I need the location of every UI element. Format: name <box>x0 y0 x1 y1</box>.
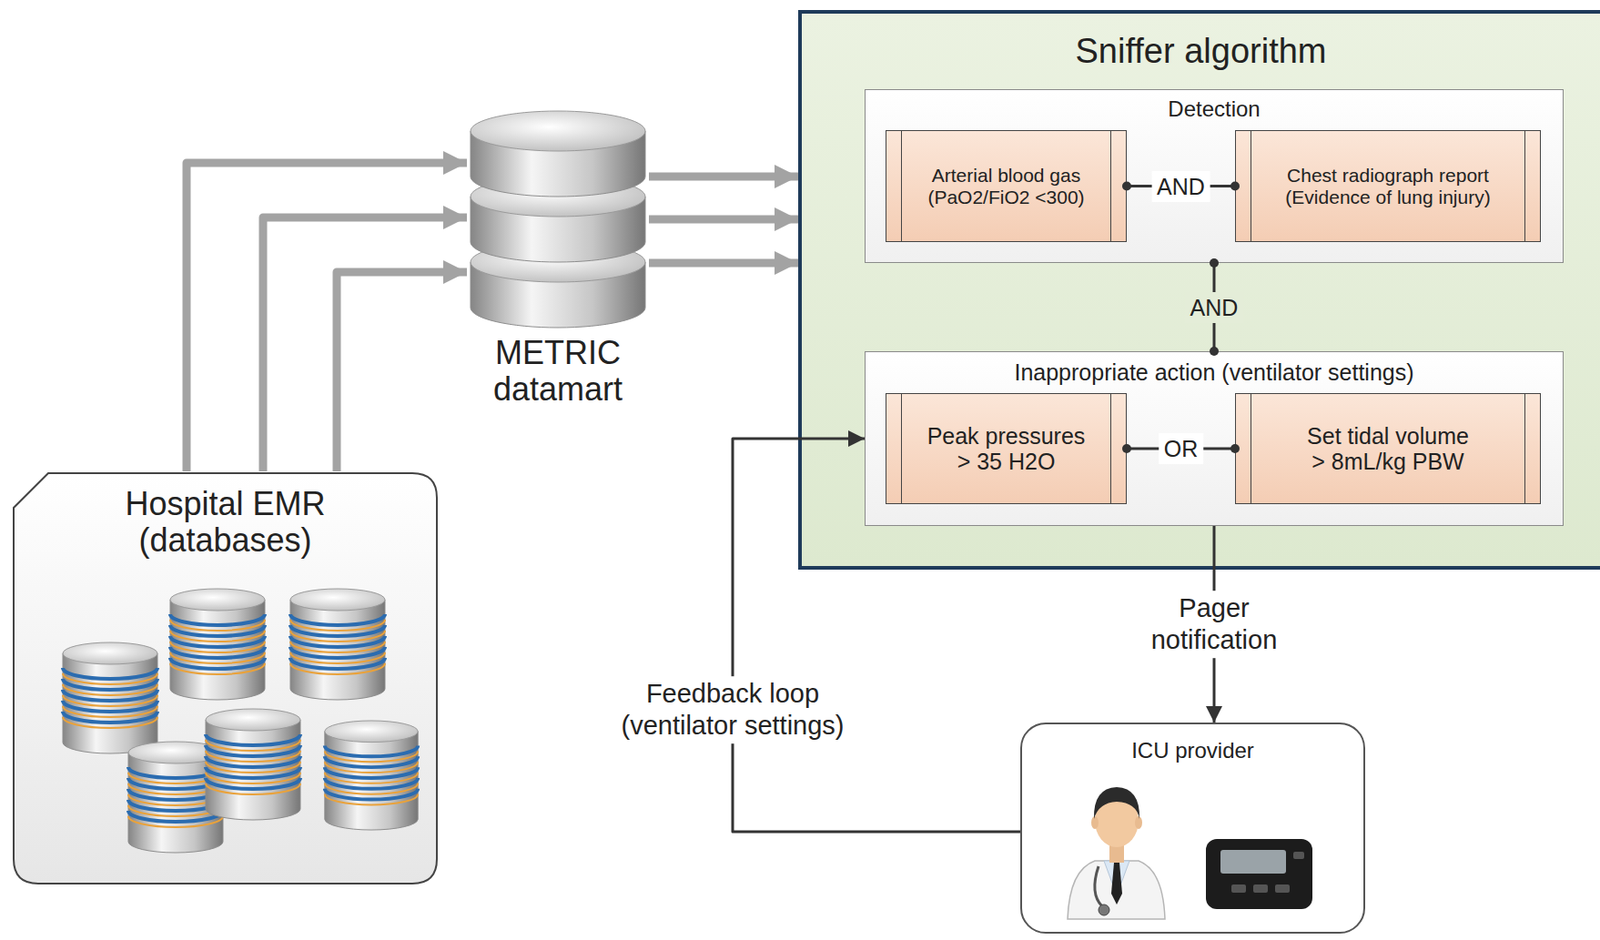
connector-dot <box>1122 444 1132 454</box>
data-flow-arrow <box>648 172 799 182</box>
data-flow-arrow <box>263 217 467 472</box>
node-label: Arterial blood gas (PaO2/FiO2 <300) <box>927 164 1086 208</box>
data-flow-arrow <box>336 272 467 472</box>
pager-button <box>1293 851 1305 860</box>
process-side-bar <box>1250 394 1252 504</box>
connector-label: OR <box>1158 433 1205 465</box>
node-label: Detection <box>895 97 1533 122</box>
node-label: Sniffer algorithm <box>882 31 1520 71</box>
database-icon <box>290 588 385 700</box>
database-icon <box>205 708 301 821</box>
process-side-bar <box>901 394 902 504</box>
doctor-ear <box>1091 816 1099 830</box>
criteria-group: Inappropriate action (ventilator setting… <box>864 351 1564 527</box>
node-label: Hospital EMR (databases) <box>89 486 363 560</box>
connector-line <box>732 438 1021 832</box>
provider-box: ICU provider <box>1020 722 1366 934</box>
connector-dot <box>1230 182 1240 192</box>
data-flow-arrow <box>648 259 799 268</box>
process-box: Chest radiograph report (Evidence of lun… <box>1235 130 1541 243</box>
pager-button <box>1253 884 1268 893</box>
connector-label: AND <box>1184 292 1245 324</box>
stethoscope <box>1094 866 1103 907</box>
pager-button <box>1275 884 1290 893</box>
process-side-bar <box>901 131 902 242</box>
database-icon <box>62 642 158 754</box>
connector-label: Pager notification <box>1131 590 1297 659</box>
data-flow-arrow <box>648 215 799 224</box>
pager-screen <box>1220 850 1287 874</box>
algorithm-panel: Sniffer algorithmDetectionArterial blood… <box>798 10 1600 570</box>
process-side-bar <box>1524 394 1526 504</box>
connector-label: AND <box>1151 171 1211 203</box>
node-label: METRIC datamart <box>466 334 649 409</box>
data-flow-arrow <box>186 162 467 472</box>
connector-label: Feedback loop (ventilator settings) <box>581 676 884 744</box>
database-icon <box>170 588 265 700</box>
connector-dot <box>1122 182 1132 192</box>
node-label: Inappropriate action (ventilator setting… <box>895 359 1533 385</box>
doctor-ear <box>1134 816 1143 830</box>
process-box: Peak pressures > 35 H2O <box>885 393 1127 505</box>
process-side-bar <box>1524 131 1526 242</box>
node-label: Peak pressures > 35 H2O <box>921 423 1091 475</box>
criteria-group: DetectionArterial blood gas (PaO2/FiO2 <… <box>864 89 1564 264</box>
connector-dot <box>1209 346 1219 356</box>
process-side-bar <box>1110 394 1112 504</box>
datamart-cylinder: METRIC datamart <box>466 101 649 416</box>
stethoscope <box>1098 904 1110 916</box>
connector-dot <box>1230 444 1240 454</box>
doctor-tie <box>1111 862 1123 905</box>
datamart-illustration <box>466 101 649 330</box>
database-group-outline <box>13 473 437 884</box>
database-icon <box>324 720 418 831</box>
process-box: Arterial blood gas (PaO2/FiO2 <300) <box>885 130 1127 243</box>
disc-top <box>470 111 646 152</box>
node-label: Chest radiograph report (Evidence of lun… <box>1278 164 1498 208</box>
doctor-coat <box>1067 860 1165 920</box>
pager-button <box>1231 884 1246 893</box>
doctor-hair <box>1093 787 1140 820</box>
connector-dot <box>1209 258 1219 268</box>
process-side-bar <box>1250 131 1252 242</box>
process-side-bar <box>1110 131 1112 242</box>
pager-body <box>1205 839 1313 910</box>
node-label: ICU provider <box>1038 739 1348 764</box>
process-box: Set tidal volume > 8mL/kg PBW <box>1235 393 1541 505</box>
node-label: Set tidal volume > 8mL/kg PBW <box>1301 423 1475 475</box>
database-group: Hospital EMR (databases) <box>11 471 439 886</box>
